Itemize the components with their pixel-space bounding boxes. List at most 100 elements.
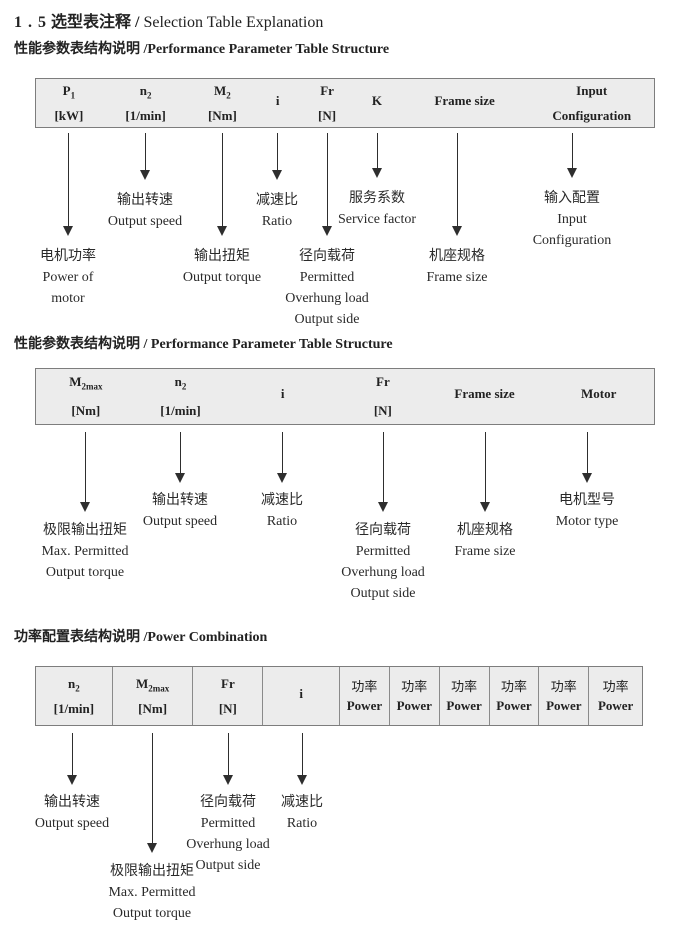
note-line: 减速比 — [256, 193, 298, 208]
col-frame-size: Frame size — [426, 369, 544, 424]
note-output-speed: 输出转速 Output speed — [105, 490, 255, 532]
header-symbol: n2 — [175, 370, 187, 399]
note-line: 服务系数 — [349, 191, 405, 206]
page-title-en: Selection Table Explanation — [139, 14, 324, 31]
note-output-speed: 输出转速 Output speed — [70, 190, 220, 232]
power-label-en: Power — [346, 698, 383, 713]
header-base: i — [280, 386, 285, 402]
header-symbol: n2 — [140, 81, 152, 106]
note-line: Output speed — [107, 214, 183, 229]
col-i: i — [263, 667, 340, 725]
power-label-zh: 功率 — [550, 679, 577, 694]
power-label-en: Power — [496, 698, 532, 713]
col-n2: n2 [1/min] — [36, 667, 113, 725]
note-overhung-load: 径向载荷 Permitted Overhung load Output side — [153, 792, 303, 876]
page-title-zh: 选型表注释 / — [51, 14, 140, 31]
col-m2max: M2max [Nm] — [113, 667, 194, 725]
header-symbol: i — [276, 91, 280, 116]
note-ratio: 减速比 Ratio — [207, 490, 357, 532]
header-subscript: 2max — [81, 381, 103, 392]
note-line: Ratio — [261, 214, 293, 229]
power-label-en: Power — [546, 698, 582, 713]
header-subscript: 2max — [148, 683, 170, 694]
header-subscript: 2 — [147, 90, 152, 101]
note-line: Input — [557, 212, 587, 227]
header-symbol: Frame size — [434, 91, 494, 116]
header-subscript: 2 — [181, 381, 187, 392]
note-max-output-torque: 极限输出扭矩 Max. Permitted Output torque — [77, 861, 227, 924]
header-symbol: M2 — [214, 81, 231, 106]
col-power-1: 功率 Power — [340, 667, 390, 725]
col-i: i — [255, 79, 300, 127]
note-line: Ratio — [266, 514, 298, 529]
note-line: 输出转速 — [117, 193, 173, 208]
header-symbol: i — [281, 382, 285, 411]
note-line: 径向载荷 — [299, 249, 355, 264]
note-line: Max. Permitted — [108, 885, 196, 900]
col-fr: Fr [N] — [300, 79, 354, 127]
header-unit: [1/min] — [160, 402, 201, 418]
note-line: Overhung load — [341, 565, 425, 580]
col-input-configuration: Input Configuration — [529, 79, 654, 127]
power-label-zh: 功率 — [602, 679, 629, 694]
col-power-3: 功率 Power — [440, 667, 490, 725]
header-base: n — [68, 676, 76, 692]
header-base: Fr — [221, 676, 235, 692]
header-unit: [kW] — [54, 107, 84, 123]
note-line: 输出转速 — [152, 493, 208, 508]
col-m2max: M2max [Nm] — [36, 369, 136, 424]
note-service-factor: 服务系数 Service factor — [302, 188, 452, 230]
power-label-zh: 功率 — [401, 679, 428, 694]
header-symbol: Fr — [376, 370, 390, 399]
col-motor: Motor — [543, 369, 654, 424]
header-symbol: M2max — [136, 674, 169, 699]
note-overhung-load: 径向载荷 Permitted Overhung load Output side — [252, 246, 402, 330]
header-symbol: P1 — [63, 81, 75, 106]
note-line: 机座规格 — [457, 523, 513, 538]
header-subscript: 2 — [75, 683, 80, 694]
power-label-zh: 功率 — [500, 679, 527, 694]
header-unit: [Nm] — [71, 402, 101, 418]
col-p1: P1 [kW] — [36, 79, 102, 127]
header-symbol: Fr — [320, 81, 334, 106]
header-unit: [Nm] — [138, 700, 168, 716]
header-unit: [1/min] — [125, 107, 166, 123]
note-line: Output torque — [45, 565, 125, 580]
col-m2: M2 [Nm] — [190, 79, 256, 127]
note-line: 减速比 — [281, 795, 323, 810]
header-symbol: Motor — [581, 382, 616, 411]
note-line: Permitted — [355, 544, 411, 559]
note-line: Service factor — [337, 212, 417, 227]
heading-performance-table-2: 性能参数表结构说明 / Performance Parameter Table … — [14, 337, 393, 352]
note-output-torque: 输出扭矩 Output torque — [147, 246, 297, 288]
heading-performance-table-1: 性能参数表结构说明 /Performance Parameter Table S… — [14, 42, 390, 57]
power-combination-table-header: n2 [1/min] M2max [Nm] Fr [N] i 功率 Power … — [35, 666, 643, 726]
heading-power-combination: 功率配置表结构说明 /Power Combination — [14, 630, 268, 645]
note-line: Output side — [195, 858, 261, 873]
note-line: Frame size — [454, 544, 516, 559]
header-base: M — [214, 83, 227, 99]
col-fr: Fr [N] — [340, 369, 426, 424]
header-base: M — [135, 676, 149, 692]
header-subscript: 2 — [226, 90, 231, 101]
header-base: Input — [576, 83, 608, 99]
header-symbol: Input — [576, 81, 607, 106]
note-line: 极限输出扭矩 — [110, 864, 194, 879]
power-label-zh: 功率 — [451, 679, 478, 694]
note-line: 径向载荷 — [355, 523, 411, 538]
note-input-configuration: 输入配置 Input Configuration — [497, 188, 647, 251]
note-line: 径向载荷 — [200, 795, 256, 810]
section-number: 1 . 5 — [14, 14, 47, 31]
header-symbol: i — [299, 684, 303, 709]
header-symbol: M2max — [69, 370, 102, 399]
power-label-en: Power — [597, 698, 634, 713]
note-line: 电机型号 — [559, 493, 615, 508]
header-symbol: K — [372, 91, 382, 116]
header-unit: [N] — [218, 700, 237, 716]
note-line: Permitted — [200, 816, 256, 831]
header-base: i — [299, 685, 303, 701]
note-line: Output torque — [182, 270, 262, 285]
note-line: Ratio — [286, 816, 318, 831]
note-line: Output speed — [34, 816, 110, 831]
